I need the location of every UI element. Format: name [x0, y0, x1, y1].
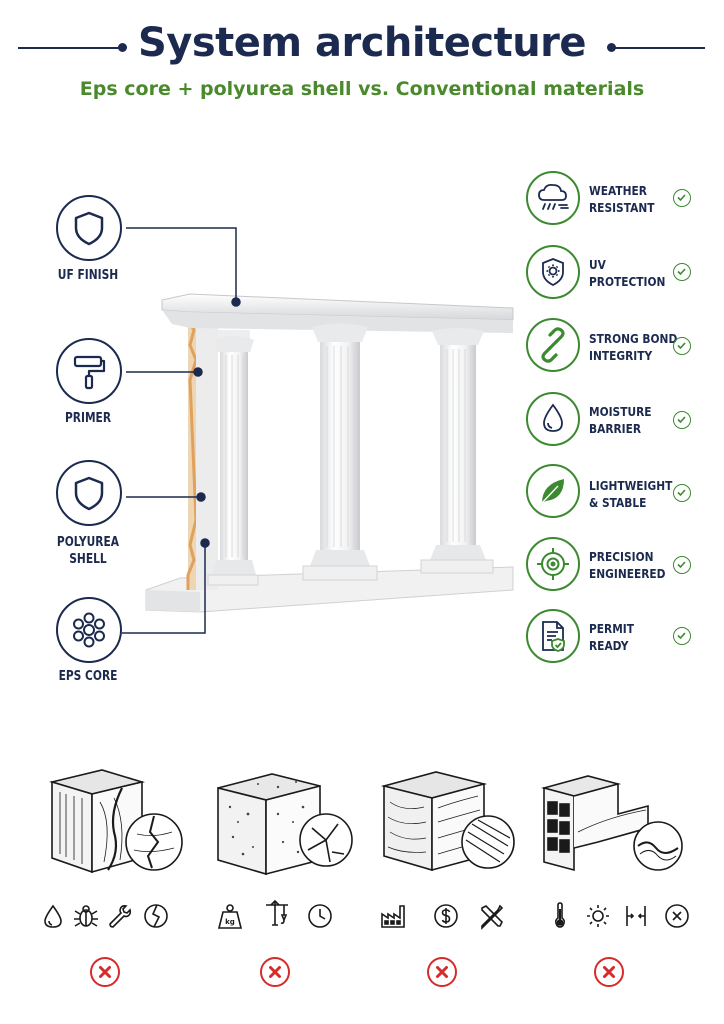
cloud-rain-icon: [538, 183, 569, 210]
polyurea-shell-icon: [56, 460, 122, 526]
target-icon: [537, 548, 569, 580]
thermometer-icon: [547, 901, 573, 929]
check-icon: [673, 263, 691, 281]
beads-icon: [73, 612, 105, 648]
red-x-icon: [427, 957, 457, 987]
column-2: [302, 323, 378, 581]
check-icon: [673, 484, 691, 502]
lightweight-stable-icon: [526, 464, 580, 518]
paint-roller-icon: [73, 355, 106, 390]
document-icon: [542, 621, 565, 652]
water-drop-icon: [40, 902, 66, 930]
clock-icon: [307, 902, 333, 930]
leaf-icon: [540, 479, 564, 505]
header: System architecture: [0, 18, 724, 74]
leader-lines: [122, 227, 241, 634]
primer-icon: [56, 338, 122, 404]
red-x-icon: [90, 957, 120, 987]
feature-label-lightweight: LIGHTWEIGHT& STABLE: [589, 478, 673, 510]
top-rail: [161, 293, 514, 333]
shield-icon: [74, 476, 104, 511]
bug-icon: [73, 902, 99, 930]
page-subtitle: Eps core + polyurea shell vs. Convention…: [79, 78, 645, 100]
column-1: [207, 330, 259, 586]
precision-engineered-icon: [526, 537, 580, 591]
layer-label-primer: PRIMER: [64, 411, 112, 426]
title-divider-left: [18, 47, 122, 49]
expansion-icon: [623, 902, 649, 930]
chain-link-icon: [541, 327, 565, 363]
kg-text: kg: [225, 918, 235, 926]
crane-icon: [264, 899, 290, 927]
eps-core-icon: [56, 597, 122, 663]
check-icon: [673, 189, 691, 207]
uf-finish-icon: [56, 195, 122, 261]
tools-icon: [478, 902, 504, 930]
check-icon: [673, 556, 691, 574]
check-icon: [673, 337, 691, 355]
page-title: System architecture: [137, 20, 587, 66]
layer-label-polyurea-shell: POLYUREA SHELL: [56, 535, 120, 567]
layer-label-uf-finish: UF FINISH: [57, 268, 119, 283]
title-dot-right: [607, 43, 616, 52]
cutaway-end-post: [186, 319, 218, 590]
shield-icon: [74, 211, 104, 246]
factory-icon: [380, 902, 406, 930]
permit-ready-icon: [526, 609, 580, 663]
check-icon: [673, 627, 691, 645]
column-3: [420, 328, 494, 574]
strong-bond-icon: [526, 318, 580, 372]
fiberglass-block-illustration: [374, 762, 524, 882]
water-drop-icon: [543, 403, 563, 432]
wrench-icon: [106, 902, 132, 930]
moisture-barrier-icon: [526, 392, 580, 446]
red-x-icon: [594, 957, 624, 987]
pvc-profile-illustration: [538, 762, 688, 882]
layer-label-eps-core: EPS CORE: [58, 669, 118, 684]
weight-kg-icon: kg: [217, 902, 243, 930]
check-icon: [673, 411, 691, 429]
title-divider-right: [615, 47, 705, 49]
red-x-icon: [260, 957, 290, 987]
concrete-block-illustration: [208, 762, 358, 882]
wood-block-illustration: [42, 762, 192, 882]
uv-protection-icon: [526, 245, 580, 299]
sun-shield-icon: [542, 258, 564, 287]
dollar-icon: [433, 902, 459, 930]
sun-icon: [585, 902, 611, 930]
title-dot-left: [118, 43, 127, 52]
cracked-icon: [143, 902, 169, 930]
x-circle-icon: [664, 902, 690, 930]
weather-resistant-icon: [526, 171, 580, 225]
